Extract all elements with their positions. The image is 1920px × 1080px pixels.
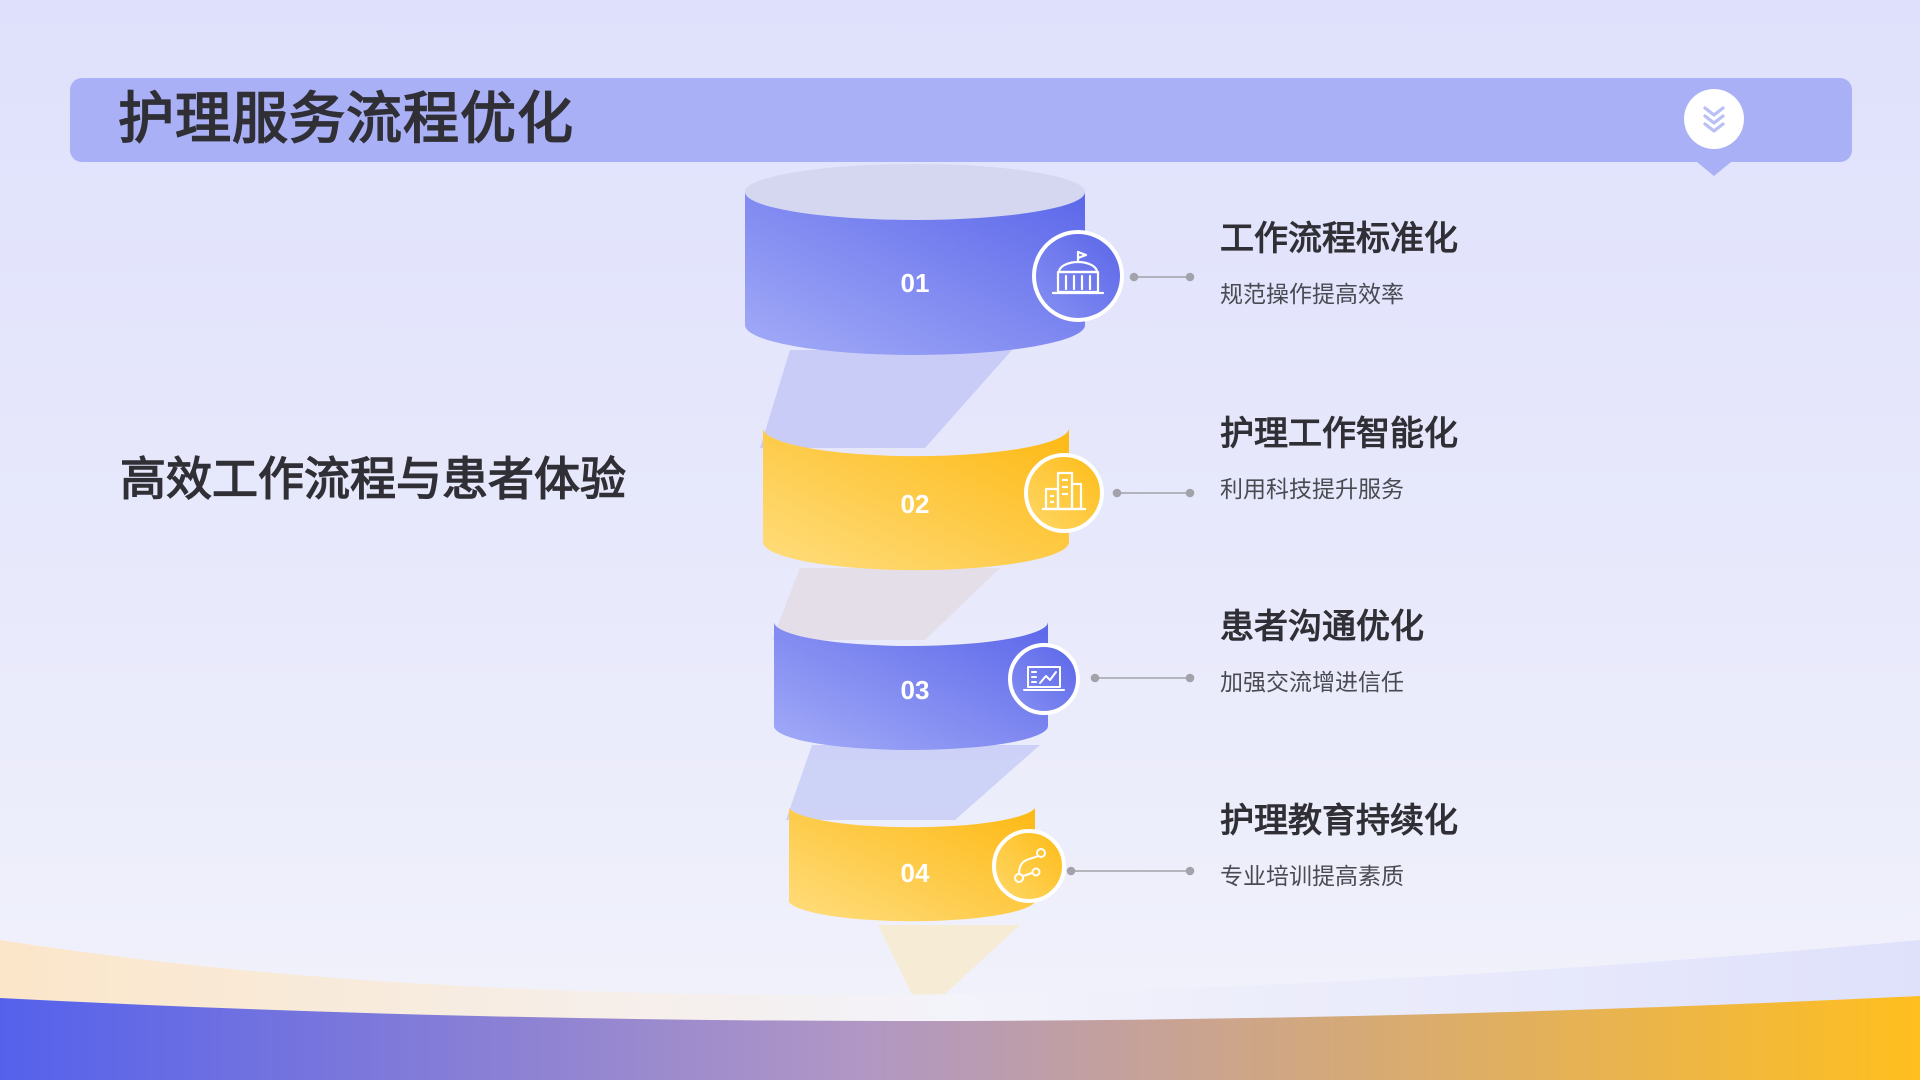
header-badge[interactable] — [1684, 89, 1744, 149]
step-desc-01: 规范操作提高效率 — [1220, 282, 1404, 308]
step-desc-02: 利用科技提升服务 — [1220, 477, 1404, 503]
step-title-03: 患者沟通优化 — [1220, 607, 1424, 647]
header-notch — [1697, 162, 1731, 176]
step-number-01: 01 — [901, 268, 930, 298]
step-title-01: 工作流程标准化 — [1220, 219, 1458, 259]
step-number-04: 04 — [901, 858, 930, 888]
step-desc-04: 专业培训提高素质 — [1220, 864, 1404, 890]
presentation-chart-icon — [1023, 666, 1065, 691]
step-desc-03: 加强交流增进信任 — [1220, 670, 1404, 696]
flow-connection-icon — [1014, 848, 1046, 883]
connector-ribbons — [760, 350, 1040, 1015]
bottom-wave-decoration — [0, 940, 1920, 1080]
step-title-04: 护理教育持续化 — [1220, 801, 1458, 841]
cylinder-01: 01 — [745, 164, 1085, 355]
chevrons-down-icon — [1703, 106, 1725, 133]
cylinder-04: 04 — [789, 808, 1035, 922]
connector-lines — [1066, 272, 1195, 876]
header-bar: 护理服务流程优化 — [70, 78, 1852, 176]
step-icon-circle-02 — [1024, 453, 1104, 533]
cylinder-03: 03 — [774, 622, 1048, 750]
cylinder-02: 02 — [763, 428, 1069, 571]
step-icon-circle-01 — [1032, 230, 1124, 322]
step-icon-circle-03 — [1008, 643, 1080, 715]
page-title: 护理服务流程优化 — [118, 87, 574, 152]
step-icon-circle-04 — [992, 829, 1066, 903]
step-title-02: 护理工作智能化 — [1220, 414, 1458, 454]
step-number-03: 03 — [901, 675, 930, 705]
step-number-02: 02 — [901, 489, 930, 519]
office-buildings-icon — [1042, 471, 1086, 511]
government-building-icon — [1051, 250, 1105, 295]
subtitle: 高效工作流程与患者体验 — [120, 452, 626, 506]
